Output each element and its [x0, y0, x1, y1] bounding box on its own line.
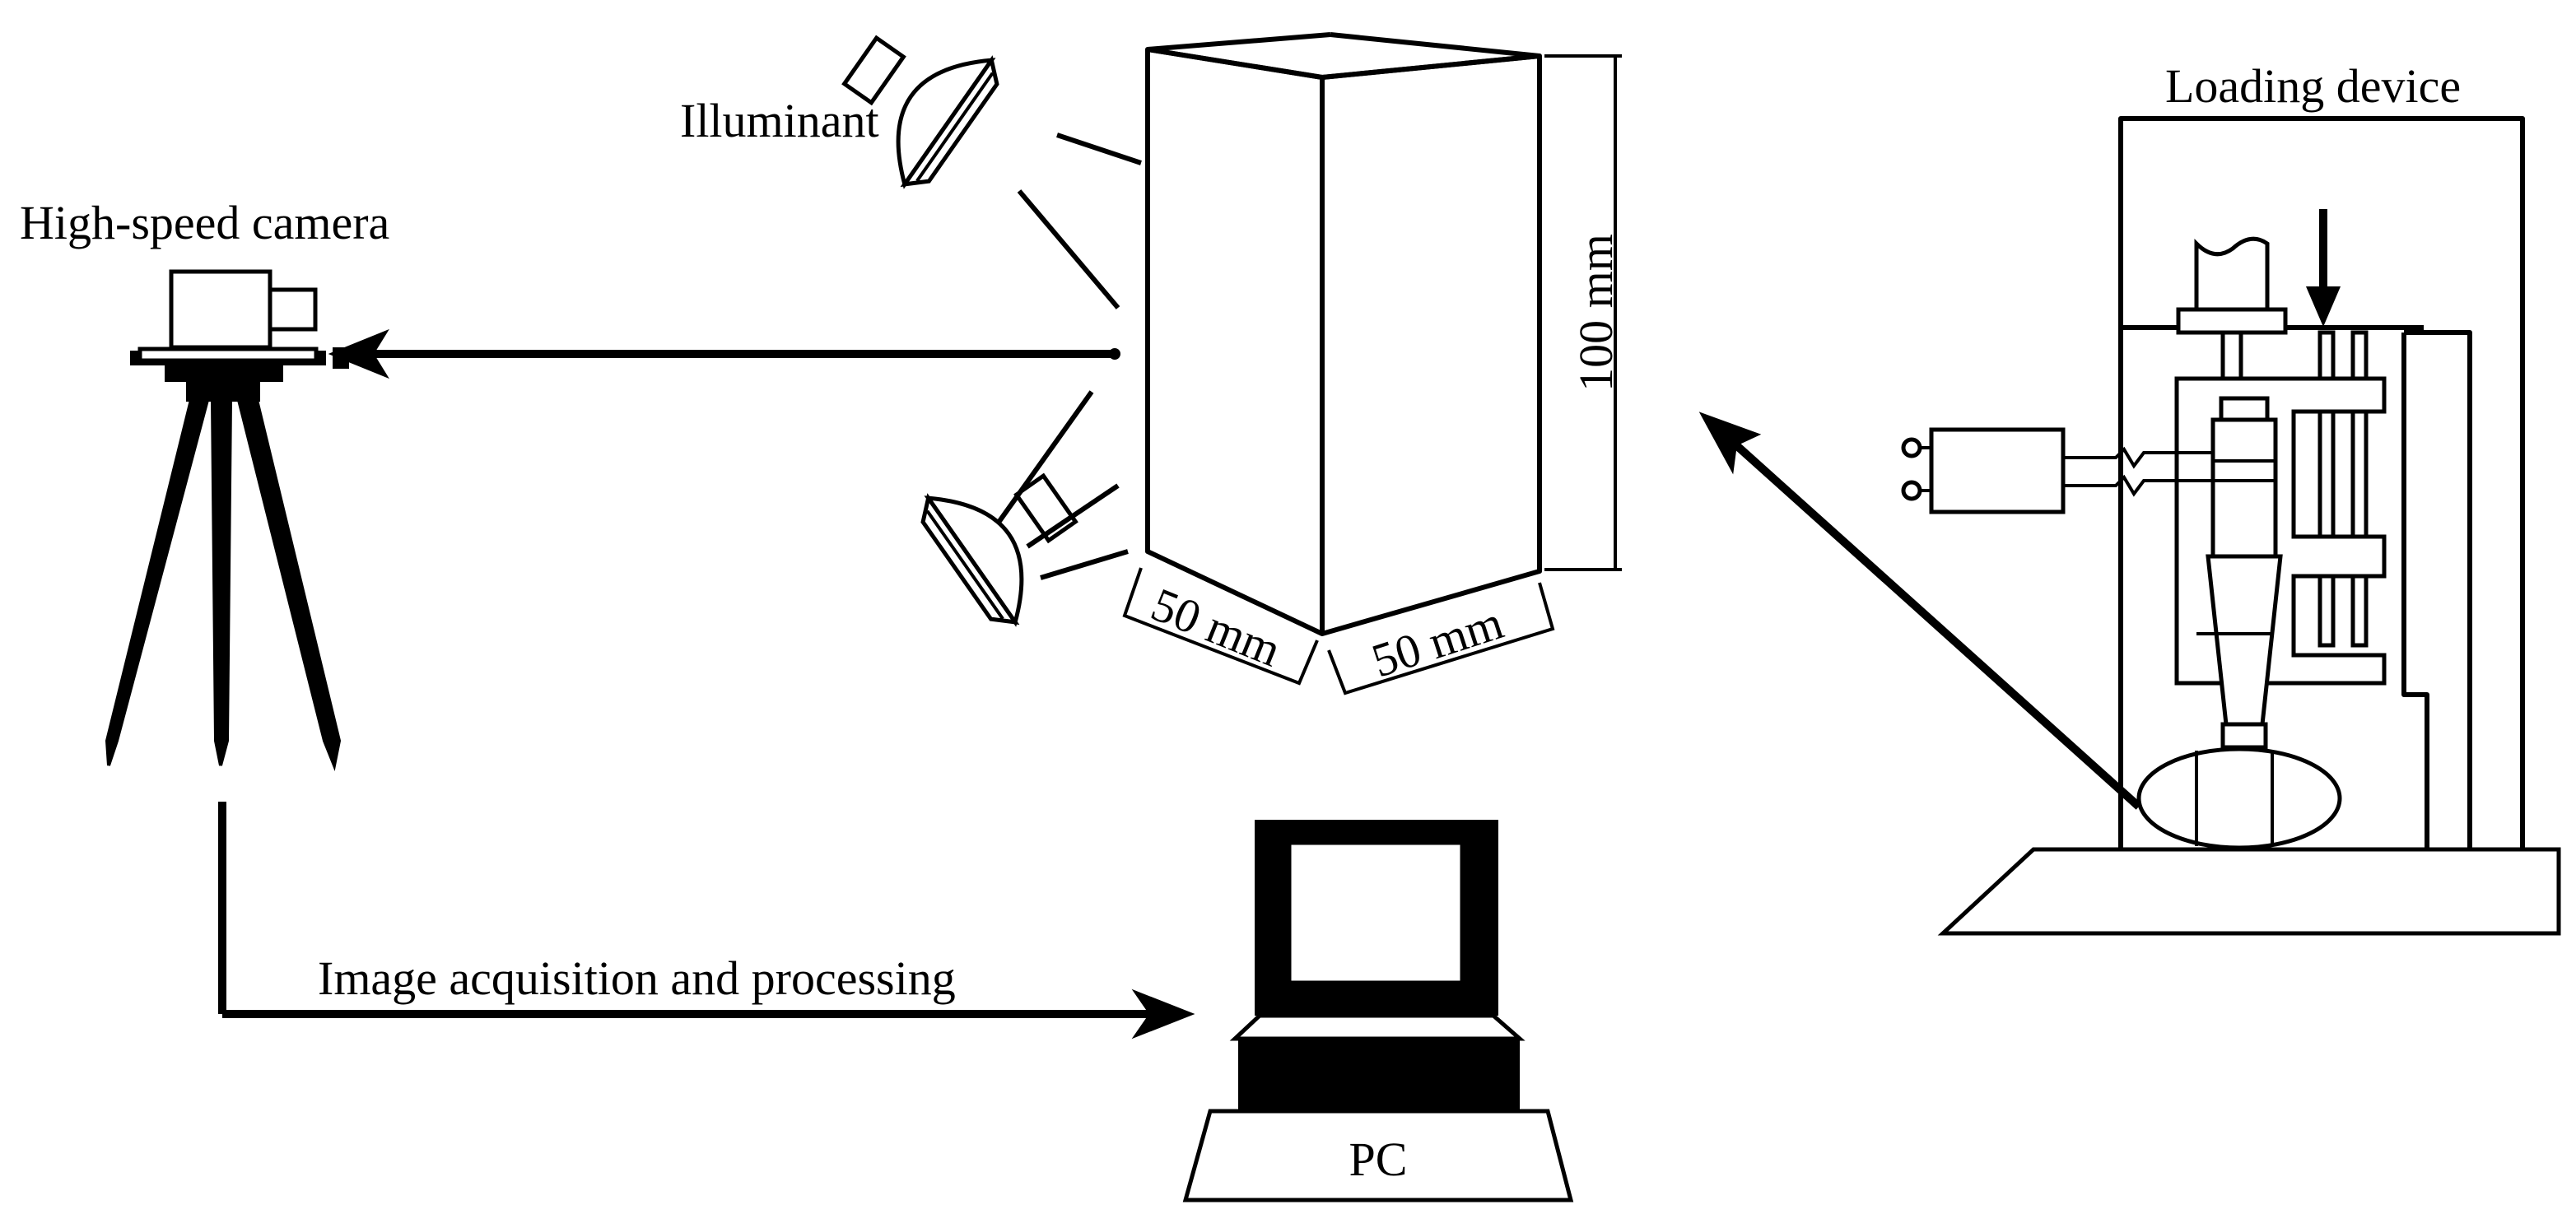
- loading-arrow-line: [1732, 441, 2142, 810]
- ray-bottom-2: [1026, 483, 1120, 549]
- transducer-box: [1929, 427, 2066, 514]
- loading-arrow: [1698, 412, 2142, 810]
- width-dim-right-label: 50 mm: [1366, 595, 1510, 687]
- hammer-taper: [2206, 554, 2283, 727]
- camera-lens: [268, 287, 318, 332]
- tripod-leg-center: [210, 398, 233, 766]
- terminal-bottom: [1901, 480, 1922, 501]
- actuator-plate: [2176, 307, 2288, 335]
- height-dim-label: 100 mm: [1569, 234, 1623, 392]
- width-dim-right-line: [1327, 582, 1555, 695]
- camera-body: [169, 269, 273, 350]
- specimen-edge-top-left: [1147, 47, 1323, 80]
- tripod-leg-left: [105, 398, 210, 766]
- tripod: [105, 398, 342, 771]
- light-path-arrow: [328, 328, 1120, 379]
- width-dim-left-label: 50 mm: [1144, 577, 1288, 677]
- camera-mount-top: [137, 347, 319, 363]
- base-plate: [1937, 847, 2561, 936]
- loading-device: Loading device: [1901, 59, 2561, 936]
- tripod-collar: [186, 379, 260, 402]
- illuminant-top-rim: [900, 55, 999, 188]
- ray-bottom-1: [995, 390, 1094, 525]
- tripod-head: [165, 365, 283, 382]
- illuminant-top: Illuminant: [680, 35, 1142, 309]
- high-speed-camera: High-speed camera: [20, 196, 389, 402]
- terminal-top: [1901, 437, 1922, 458]
- loading-device-label: Loading device: [2165, 59, 2461, 113]
- illuminant-label: Illuminant: [680, 94, 879, 147]
- pc-label: PC: [1349, 1133, 1408, 1186]
- illuminant-bottom-lens-line: [925, 509, 1004, 620]
- acquisition-label: Image acquisition and processing: [318, 951, 956, 1005]
- specimen-edge-back-right: [1330, 32, 1540, 58]
- pc-base: [1182, 1109, 1574, 1202]
- illuminant-bottom-rim: [920, 493, 1020, 626]
- light-path-origin: [1109, 348, 1120, 360]
- specimen-block: 100 mm 50 mm 50 mm: [1122, 32, 1623, 695]
- frame-inner-column: [2404, 330, 2472, 849]
- guide-post: [2220, 330, 2243, 384]
- hammer-cap: [2219, 396, 2270, 422]
- specimen-edge-top-right: [1321, 53, 1540, 80]
- tripod-leg-right: [236, 398, 342, 771]
- frame-inner-step: [2401, 333, 2429, 849]
- test-sample: [2136, 747, 2342, 850]
- width-dim-left-line: [1122, 567, 1319, 686]
- hammer-tip: [2220, 722, 2268, 750]
- load-direction-arrowhead: [2305, 286, 2341, 328]
- camera-label: High-speed camera: [20, 196, 389, 249]
- acquisition-arrowhead: [1131, 988, 1195, 1040]
- specimen-edge-back-left: [1147, 32, 1331, 52]
- pc-case: [1238, 1039, 1520, 1111]
- frame-outer: [2118, 116, 2525, 849]
- loading-arrow-head: [1698, 412, 1762, 475]
- actuator-rod: [2194, 236, 2270, 312]
- illuminant-bottom: [920, 390, 1129, 627]
- pc-keyboard-top: [1229, 1013, 1526, 1041]
- illuminant-top-socket: [841, 35, 906, 106]
- ray-bottom-3: [1040, 549, 1129, 580]
- acquisition-arrow: Image acquisition and processing: [218, 802, 1195, 1040]
- cable-top: [2063, 446, 2215, 469]
- specimen-outline: [1145, 47, 1542, 636]
- ray-top-1: [1056, 133, 1142, 165]
- hammer-body: [2210, 417, 2278, 559]
- cable-bottom: [2063, 474, 2215, 497]
- light-path-arrowhead: [328, 328, 389, 379]
- illuminant-top-lens-line: [915, 72, 995, 182]
- monitor-screen: [1287, 840, 1465, 985]
- ray-top-2: [1017, 189, 1120, 309]
- pc: PC: [1182, 820, 1574, 1202]
